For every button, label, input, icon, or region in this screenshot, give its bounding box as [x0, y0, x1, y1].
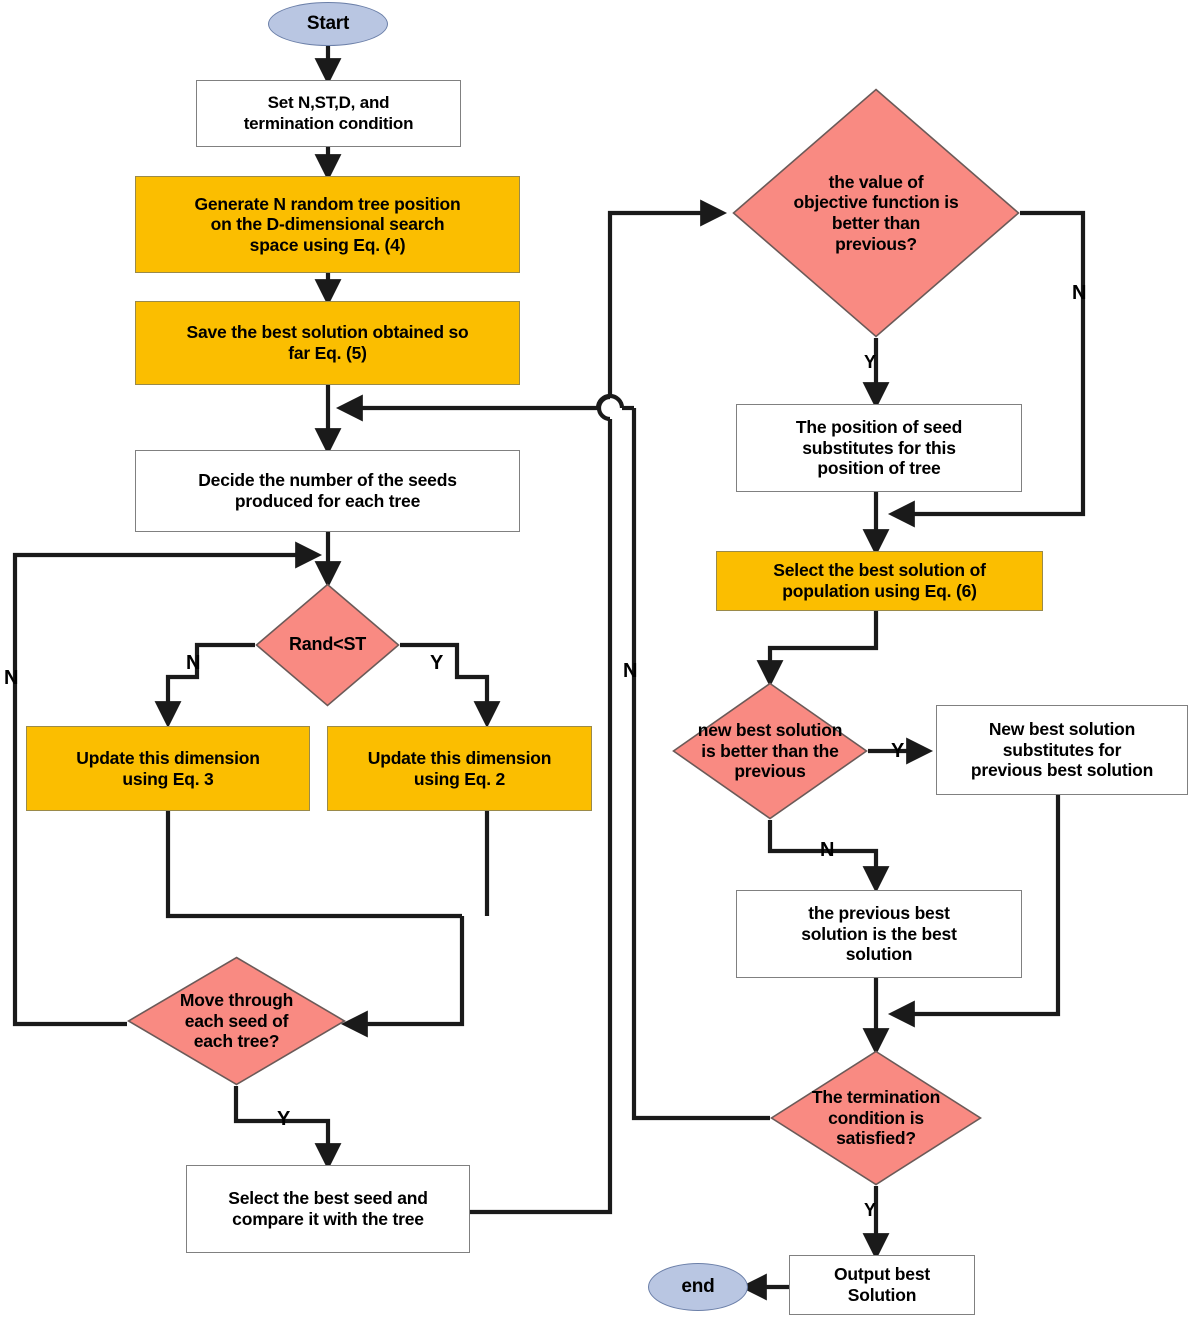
node-rand-lt-st[interactable]: Rand<ST [255, 583, 400, 707]
node-set-parameters[interactable]: Set N,ST,D, and termination condition [196, 80, 461, 147]
node-output-best-solution[interactable]: Output best Solution [789, 1255, 975, 1315]
node-objective-better[interactable]: the value of objective function is bette… [732, 88, 1020, 338]
node-new-best-substitutes-line1: New best solution [988, 719, 1136, 740]
node-new-best-substitutes-line3: previous best solution [970, 760, 1154, 781]
node-rand-lt-st-label: Rand<ST [288, 634, 367, 655]
node-new-best-better[interactable]: new best solution is better than the pre… [672, 682, 868, 820]
diamond-shape-newbest [672, 682, 868, 820]
node-new-best-substitutes[interactable]: New best solution substitutes for previo… [936, 705, 1188, 795]
node-update-eq2-line1: Update this dimension [367, 747, 552, 768]
node-save-best-solution-line1: Save the best solution obtained so [186, 322, 469, 343]
node-new-best-substitutes-line2: substitutes for [1002, 739, 1122, 760]
node-new-best-better-line1: new best solution [697, 720, 843, 741]
node-select-best-seed[interactable]: Select the best seed and compare it with… [186, 1165, 470, 1253]
diamond-shape-move [127, 956, 346, 1086]
node-update-eq3[interactable]: Update this dimension using Eq. 3 [26, 726, 310, 811]
edge-label-move-yes: Y [277, 1108, 291, 1130]
node-objective-better-line2: objective function is [793, 192, 959, 213]
node-set-parameters-line2: termination condition [243, 113, 414, 133]
node-objective-better-line4: previous? [835, 233, 917, 254]
diamond-shape-objective [732, 88, 1020, 338]
node-start-label: Start [306, 12, 350, 34]
node-new-best-better-line3: previous [734, 761, 806, 782]
node-move-through-seeds-label: Move through each seed of each tree? [180, 990, 293, 1052]
edge-label-termination-yes: Y [864, 1200, 877, 1220]
node-move-through-seeds[interactable]: Move through each seed of each tree? [127, 956, 346, 1086]
node-move-through-seeds-line1: Move through [179, 990, 294, 1011]
edge-label-move-no: N [4, 667, 19, 689]
node-seed-substitutes-line3: position of tree [817, 458, 941, 479]
node-seed-substitutes[interactable]: The position of seed substitutes for thi… [736, 404, 1022, 492]
node-previous-best-solution-line1: the previous best [808, 903, 950, 924]
node-previous-best-solution[interactable]: the previous best solution is the best s… [736, 890, 1022, 978]
node-new-best-better-label: new best solution is better than the pre… [697, 720, 843, 782]
node-new-best-better-line2: is better than the [701, 740, 839, 761]
node-generate-population-line3: space using Eq. (4) [249, 234, 406, 255]
node-save-best-solution-line2: far Eq. (5) [288, 343, 367, 363]
node-update-eq3-line2: using Eq. 3 [122, 768, 214, 789]
edge-label-newbest-no: N [820, 839, 835, 861]
diamond-shape-termination [770, 1050, 982, 1186]
node-decide-seed-count[interactable]: Decide the number of the seeds produced … [135, 450, 520, 532]
node-update-eq2[interactable]: Update this dimension using Eq. 2 [327, 726, 592, 811]
node-termination-condition-line2: condition is [828, 1107, 924, 1128]
node-objective-better-line1: the value of [828, 171, 924, 192]
node-update-eq3-line1: Update this dimension [76, 747, 260, 768]
node-select-population-best-line2: population using Eq. (6) [782, 581, 977, 601]
node-termination-condition[interactable]: The termination condition is satisfied? [770, 1050, 982, 1186]
node-decide-seed-count-line1: Decide the number of the seeds [198, 470, 457, 491]
diamond-shape-rand [255, 583, 400, 707]
edge-label-rand-yes: Y [430, 652, 444, 674]
node-save-best-solution[interactable]: Save the best solution obtained so far E… [135, 301, 520, 385]
node-start[interactable]: Start [268, 2, 388, 46]
node-decide-seed-count-line2: produced for each tree [234, 491, 421, 511]
node-objective-better-line3: better than [831, 213, 921, 233]
node-output-best-solution-line2: Solution [847, 1285, 917, 1305]
node-set-parameters-line1: Set N,ST,D, and [267, 93, 390, 113]
node-generate-population-line2: on the D-dimensional search [210, 214, 445, 235]
node-termination-condition-label: The termination condition is satisfied? [812, 1087, 940, 1149]
edge-label-rand-no: N [186, 652, 201, 674]
edge-label-newbest-yes: Y [891, 740, 905, 762]
node-previous-best-solution-line2: solution is the best [801, 923, 957, 944]
node-generate-population-line1: Generate N random tree position [194, 193, 461, 214]
node-previous-best-solution-line3: solution [845, 944, 913, 965]
node-move-through-seeds-line2: each seed of [184, 1010, 289, 1031]
node-end-label: end [681, 1275, 715, 1297]
node-select-best-seed-line1: Select the best seed and [228, 1188, 428, 1209]
node-select-population-best[interactable]: Select the best solution of population u… [716, 551, 1043, 611]
node-seed-substitutes-line1: The position of seed [795, 417, 963, 438]
node-select-population-best-line1: Select the best solution of [773, 560, 986, 581]
node-update-eq2-line2: using Eq. 2 [413, 768, 506, 789]
node-output-best-solution-line1: Output best [834, 1264, 930, 1285]
node-objective-better-label: the value of objective function is bette… [794, 172, 959, 255]
node-generate-population[interactable]: Generate N random tree position on the D… [135, 176, 520, 273]
node-end[interactable]: end [648, 1263, 748, 1311]
node-move-through-seeds-line3: each tree? [193, 1031, 280, 1052]
node-seed-substitutes-line2: substitutes for this [802, 437, 956, 458]
edge-label-termination-no: N [623, 660, 638, 682]
node-termination-condition-line1: The termination [811, 1087, 941, 1108]
edge-label-objective-yes: Y [864, 352, 877, 372]
edge-label-objective-no: N [1072, 282, 1087, 304]
node-termination-condition-line3: satisfied? [836, 1128, 916, 1149]
node-select-best-seed-line2: compare it with the tree [232, 1209, 424, 1229]
